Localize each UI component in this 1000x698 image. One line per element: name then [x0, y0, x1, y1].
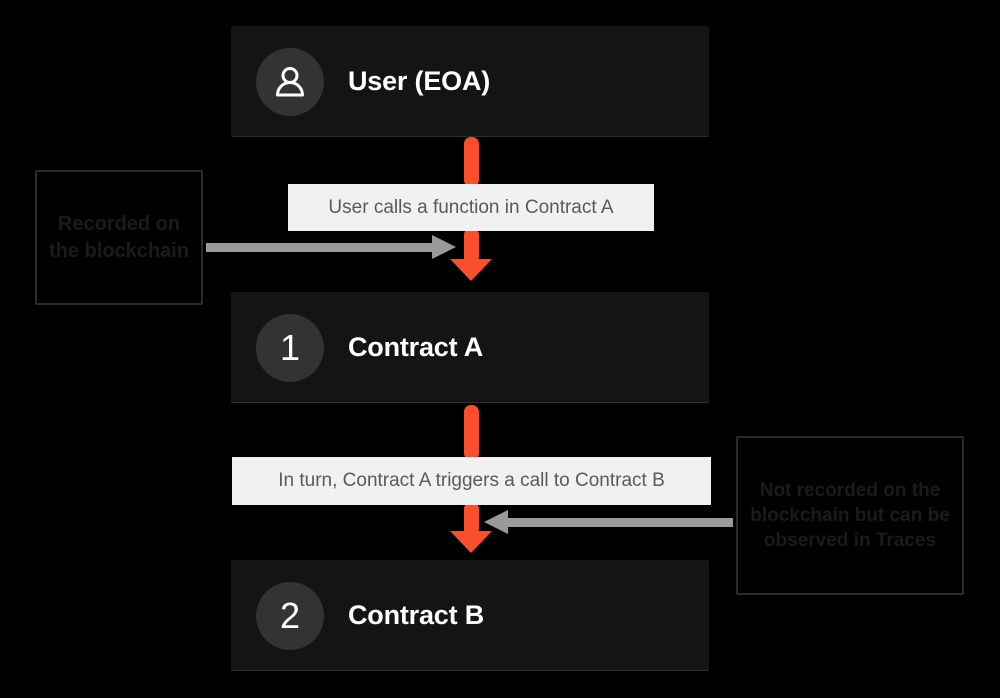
connector-contract-a-to-b-upper — [464, 405, 479, 460]
arrow-tip — [432, 235, 456, 259]
arrow-shaft — [508, 518, 733, 527]
arrowhead-down-icon-1 — [450, 259, 492, 281]
annotation-recorded-on-blockchain: Recorded on the blockchain — [35, 170, 203, 305]
node-contract-b[interactable]: 2 Contract B — [231, 560, 709, 671]
node-contract-a-label: Contract A — [348, 332, 484, 362]
annotation-not-recorded-observed-in-traces: Not recorded on the blockchain but can b… — [736, 436, 964, 595]
connector-user-to-contract-a-lower — [464, 228, 479, 264]
node-contract-a[interactable]: 1 Contract A — [231, 292, 709, 403]
person-icon — [256, 47, 324, 116]
edge-label-contract-a-triggers-b: In turn, Contract A triggers a call to C… — [232, 457, 711, 505]
node-user-label: User (EOA) — [348, 66, 491, 96]
arrow-shaft — [206, 243, 434, 252]
step-number-badge-2: 2 — [256, 581, 324, 650]
node-user[interactable]: User (EOA) — [231, 26, 709, 137]
edge-label-user-calls-function: User calls a function in Contract A — [288, 184, 654, 231]
connector-contract-a-to-b-lower — [464, 502, 479, 536]
connector-user-to-contract-a-upper — [464, 137, 479, 187]
node-contract-b-label: Contract B — [348, 600, 485, 630]
arrowhead-down-icon-2 — [450, 531, 492, 553]
step-number-badge-1: 1 — [256, 313, 324, 382]
arrow-tip — [484, 510, 508, 534]
